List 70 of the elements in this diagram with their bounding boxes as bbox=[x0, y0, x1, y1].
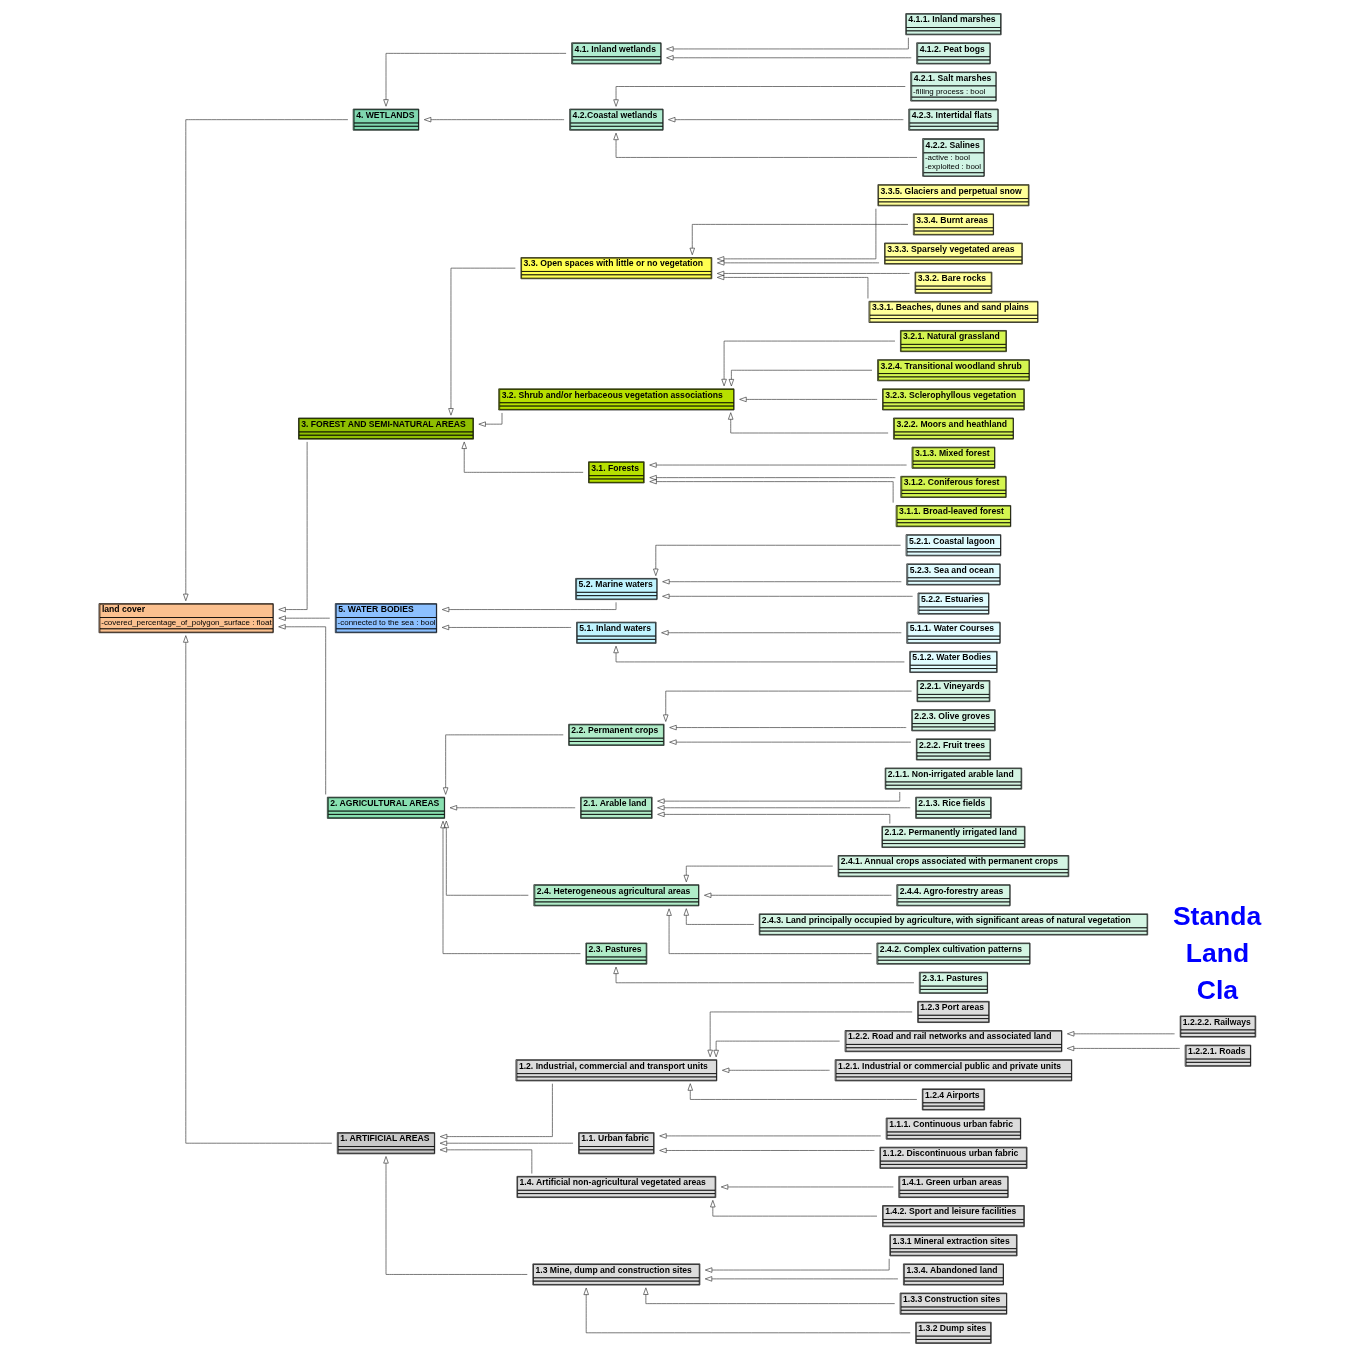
arrow bbox=[612, 966, 914, 984]
arrow bbox=[1066, 1045, 1180, 1052]
arrow bbox=[648, 475, 896, 481]
arrow bbox=[612, 86, 906, 107]
arrow bbox=[709, 1200, 877, 1217]
label: Standa bbox=[1172, 901, 1261, 932]
arrow bbox=[423, 117, 564, 123]
arrow bbox=[461, 441, 583, 473]
arrow bbox=[382, 1156, 528, 1275]
arrow bbox=[667, 117, 904, 123]
arrow bbox=[439, 820, 581, 954]
arrow bbox=[439, 1083, 553, 1140]
arrow bbox=[443, 820, 529, 896]
arrow bbox=[665, 908, 872, 954]
arrow bbox=[712, 1040, 840, 1058]
arrow bbox=[661, 579, 902, 585]
arrow bbox=[642, 1287, 895, 1304]
arrow bbox=[439, 1147, 532, 1174]
arrow bbox=[716, 274, 868, 299]
arrow bbox=[449, 805, 575, 811]
arrow bbox=[277, 615, 330, 621]
arrow bbox=[441, 602, 616, 613]
arrow bbox=[658, 1133, 881, 1139]
arrow bbox=[687, 1083, 917, 1100]
arrow bbox=[728, 369, 872, 387]
arrow bbox=[652, 544, 901, 576]
arrow bbox=[665, 37, 909, 52]
arrow bbox=[683, 865, 833, 883]
arrow bbox=[704, 1258, 889, 1273]
arrow bbox=[447, 267, 516, 416]
arrow bbox=[668, 739, 911, 745]
arrow bbox=[716, 208, 876, 262]
arrow bbox=[720, 1184, 894, 1190]
arrow bbox=[738, 396, 877, 403]
arrow bbox=[1066, 1031, 1175, 1037]
arrow bbox=[478, 412, 502, 427]
arrow bbox=[660, 630, 902, 636]
arrow bbox=[277, 624, 326, 795]
arrow bbox=[727, 412, 888, 434]
arrow bbox=[442, 734, 564, 795]
arrow bbox=[662, 690, 912, 722]
arrow bbox=[668, 724, 907, 731]
arrow bbox=[612, 132, 917, 158]
arrow bbox=[658, 1147, 875, 1154]
arrow bbox=[583, 1287, 911, 1334]
arrow bbox=[683, 908, 754, 925]
arrow bbox=[721, 1067, 830, 1073]
arrow bbox=[441, 624, 571, 631]
arrow bbox=[661, 593, 913, 599]
arrow bbox=[689, 224, 908, 256]
arrow bbox=[656, 791, 900, 804]
arrow bbox=[665, 55, 912, 61]
arrow bbox=[656, 811, 890, 824]
label: Land bbox=[1185, 938, 1249, 969]
arrow bbox=[648, 462, 907, 468]
arrow bbox=[704, 1276, 898, 1282]
label: Cla bbox=[1196, 975, 1238, 1006]
arrow bbox=[720, 340, 895, 387]
arrow bbox=[716, 260, 879, 266]
arrow bbox=[439, 1140, 573, 1146]
arrow bbox=[277, 441, 307, 613]
arrow bbox=[182, 635, 332, 1144]
arrow bbox=[648, 478, 893, 503]
arrow bbox=[382, 53, 566, 107]
arrow bbox=[612, 645, 905, 663]
arrow bbox=[182, 119, 348, 602]
arrow bbox=[716, 270, 910, 277]
arrow bbox=[703, 892, 892, 898]
arrow bbox=[707, 1011, 913, 1058]
arrow bbox=[656, 805, 911, 811]
